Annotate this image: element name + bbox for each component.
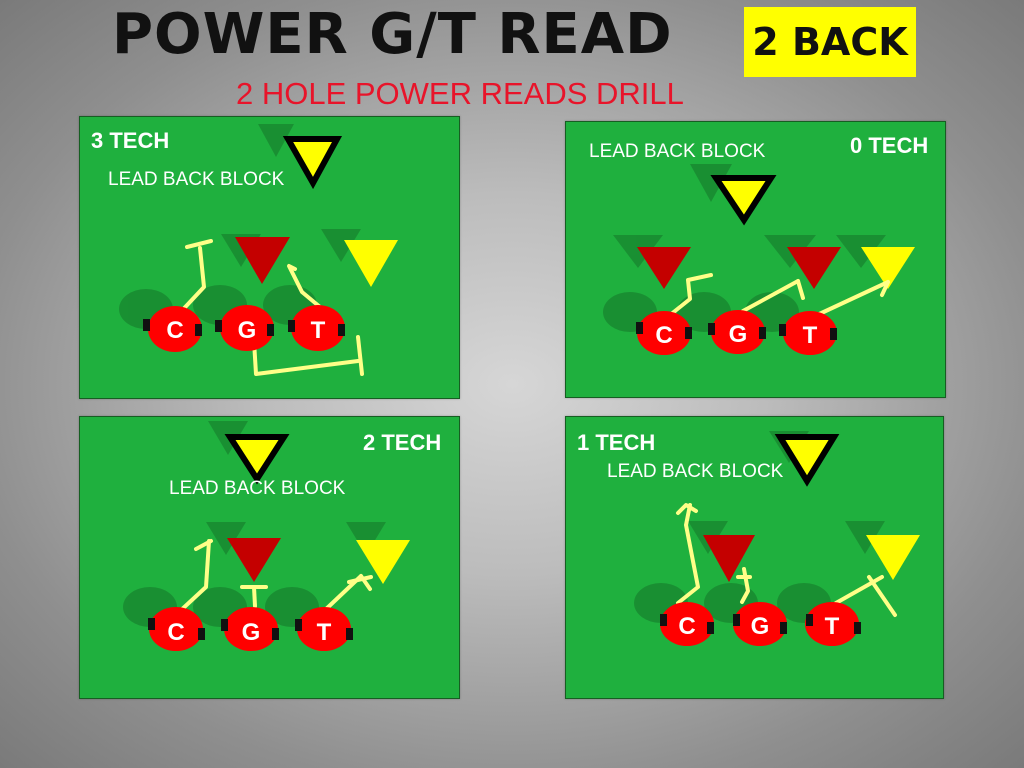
lineman-center: C — [148, 607, 205, 651]
lead-back-defender-icon — [710, 175, 777, 226]
lineman-tackle: T — [288, 305, 345, 351]
down-defender-icon — [787, 247, 841, 289]
lineman-tackle: T — [295, 607, 353, 651]
svg-text:C: C — [166, 317, 183, 344]
down-defender-icon — [637, 247, 691, 289]
offensive-linemen: C G T — [148, 607, 353, 651]
play-diagram: C G T — [119, 124, 398, 376]
offensive-linemen: C G T — [143, 305, 345, 352]
page-title: POWER G/T READ — [112, 2, 673, 67]
tech-label: 0 TECH — [850, 133, 929, 158]
lineman-guard: G — [708, 310, 766, 354]
route-lines — [668, 273, 890, 318]
svg-text:T: T — [311, 317, 326, 344]
diagram-panel-2-tech: C G T 2 TECH LEAD BACK BLOCK — [79, 416, 460, 699]
shadow-shapes — [603, 164, 886, 332]
play-diagram: C G T — [634, 431, 920, 646]
lineman-guard: G — [221, 607, 279, 651]
diagram-panel-1-tech: C G T 1 TECH LEAD BACK BLOCK — [565, 416, 944, 699]
lineman-guard: G — [733, 602, 787, 646]
offensive-linemen: C G T — [636, 310, 837, 355]
down-defender-icon — [227, 538, 281, 582]
down-defender-icon — [235, 237, 290, 284]
svg-text:C: C — [167, 619, 184, 646]
svg-text:G: G — [238, 317, 257, 344]
svg-text:G: G — [751, 613, 770, 640]
lead-back-defender-icon — [774, 434, 840, 487]
lineman-center: C — [636, 311, 692, 355]
svg-text:T: T — [317, 619, 332, 646]
read-key-defender-icon — [344, 240, 398, 287]
lead-back-block-label: LEAD BACK BLOCK — [108, 169, 285, 190]
play-diagram: C G T — [603, 164, 915, 355]
svg-text:T: T — [803, 322, 818, 349]
offensive-linemen: C G T — [660, 602, 861, 646]
read-key-defender-icon — [866, 535, 920, 580]
lead-back-defender-icon — [282, 136, 343, 190]
diagram-panel-0-tech: C G T 0 TECH LEAD BACK BLOCK — [565, 121, 946, 398]
svg-text:T: T — [825, 613, 840, 640]
drill-subtitle: 2 HOLE POWER READS DRILL — [236, 76, 684, 111]
read-key-defender-icon — [356, 540, 410, 584]
lineman-tackle: T — [779, 311, 837, 355]
route-lines — [177, 539, 373, 614]
tech-label: 2 TECH — [363, 430, 442, 455]
play-diagram: C G T — [123, 421, 410, 651]
lineman-guard: G — [215, 305, 274, 351]
lead-back-block-label: LEAD BACK BLOCK — [607, 461, 784, 482]
lead-back-block-label: LEAD BACK BLOCK — [589, 141, 766, 162]
lead-back-defender-icon — [224, 434, 290, 485]
read-key-defender-icon — [861, 247, 915, 289]
lineman-tackle: T — [805, 602, 861, 646]
svg-text:C: C — [655, 322, 672, 349]
svg-text:G: G — [242, 619, 261, 646]
svg-text:G: G — [729, 321, 748, 348]
tech-label: 3 TECH — [91, 128, 170, 153]
formation-badge: 2 BACK — [744, 7, 916, 77]
down-defender-icon — [703, 535, 755, 582]
route-lines — [676, 503, 897, 617]
svg-text:C: C — [678, 613, 695, 640]
tech-label: 1 TECH — [577, 430, 656, 455]
shadow-shapes — [634, 431, 885, 623]
lineman-center: C — [660, 602, 714, 646]
lineman-center: C — [143, 306, 202, 352]
lead-back-block-label: LEAD BACK BLOCK — [169, 478, 346, 499]
diagram-panel-3-tech: C G T 3 TECH LEAD BACK BLOCK — [79, 116, 460, 399]
